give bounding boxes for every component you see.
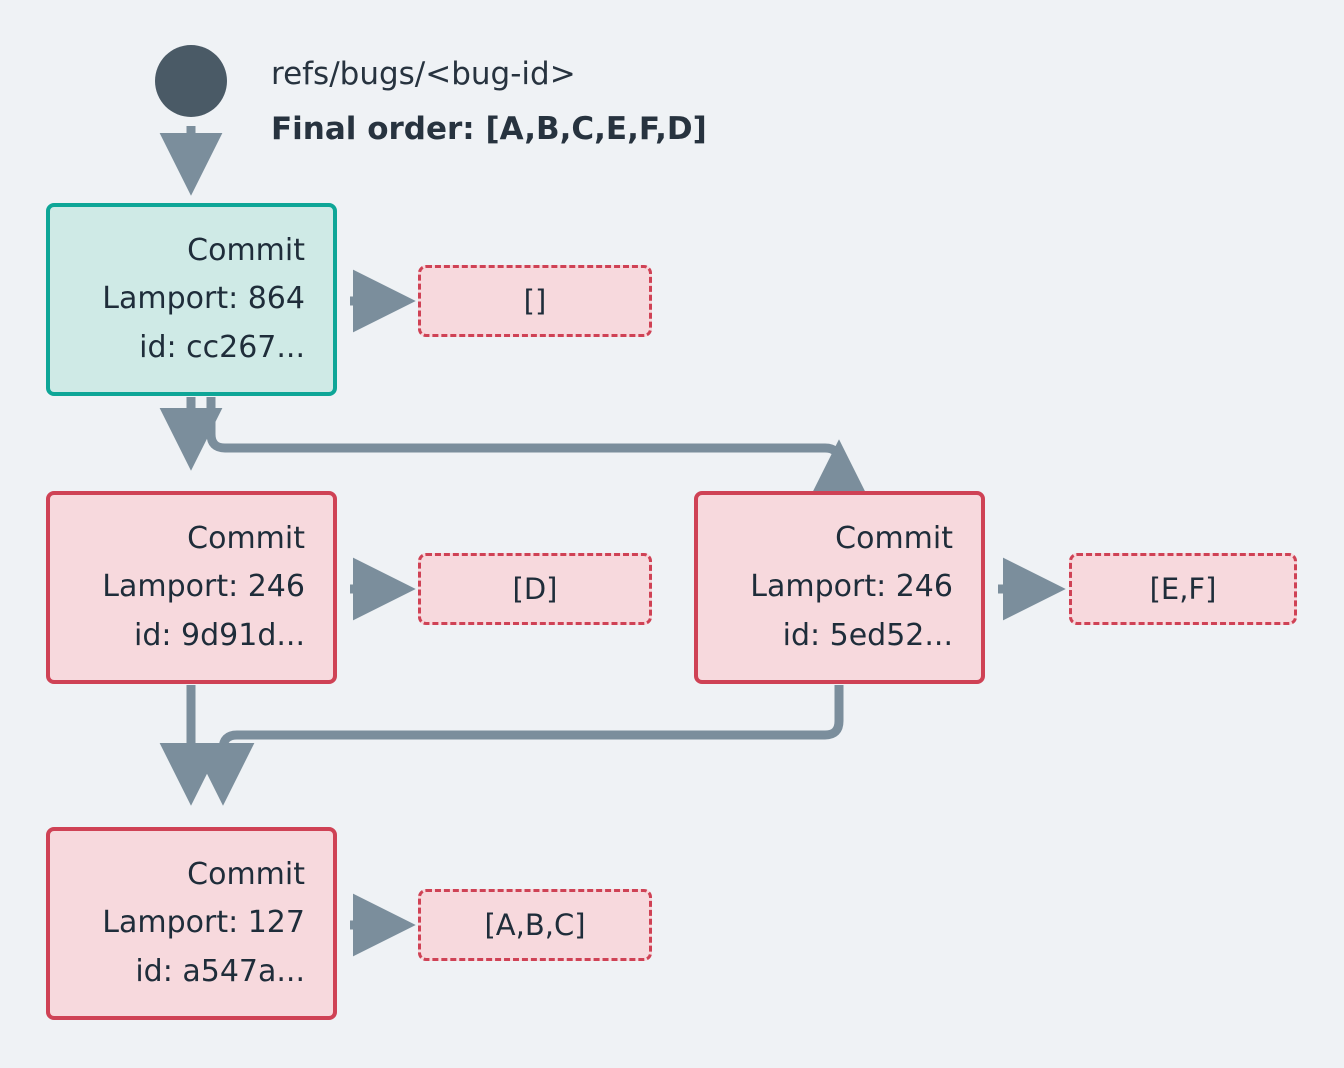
commit-title: Commit: [187, 856, 305, 892]
oplist-label: [E,F]: [1149, 572, 1217, 606]
commit-lamport: Lamport: 246: [750, 569, 953, 605]
edge-head-to-right: [206, 397, 871, 503]
oplist-label: [A,B,C]: [484, 908, 586, 942]
oplist-label: []: [523, 284, 547, 318]
commit-title: Commit: [835, 520, 953, 556]
commit-id: id: cc267...: [139, 329, 305, 365]
commit-lamport: Lamport: 864: [102, 281, 305, 317]
commit-node-a547a[interactable]: Commit Lamport: 127 id: a547a...: [46, 827, 337, 1020]
commit-title: Commit: [187, 232, 305, 268]
oplist-5ed52[interactable]: [E,F]: [1069, 553, 1297, 625]
final-order-label: Final order: [A,B,C,E,F,D]: [271, 111, 707, 147]
oplist-label: [D]: [512, 572, 558, 606]
commit-node-9d91d[interactable]: Commit Lamport: 246 id: 9d91d...: [46, 491, 337, 684]
commit-title: Commit: [187, 520, 305, 556]
commit-id: id: 5ed52...: [782, 617, 953, 653]
oplist-cc267[interactable]: []: [418, 265, 652, 337]
oplist-9d91d[interactable]: [D]: [418, 553, 652, 625]
commit-lamport: Lamport: 127: [102, 905, 305, 941]
commit-id: id: 9d91d...: [134, 617, 305, 653]
commit-lamport: Lamport: 246: [102, 569, 305, 605]
commit-node-5ed52[interactable]: Commit Lamport: 246 id: 5ed52...: [694, 491, 985, 684]
ref-root-dot[interactable]: [155, 45, 227, 117]
commit-node-cc267[interactable]: Commit Lamport: 864 id: cc267...: [46, 203, 337, 396]
oplist-a547a[interactable]: [A,B,C]: [418, 889, 652, 961]
edge-right-to-base: [191, 685, 844, 806]
commit-id: id: a547a...: [135, 953, 305, 989]
ref-label: refs/bugs/<bug-id>: [271, 56, 576, 92]
